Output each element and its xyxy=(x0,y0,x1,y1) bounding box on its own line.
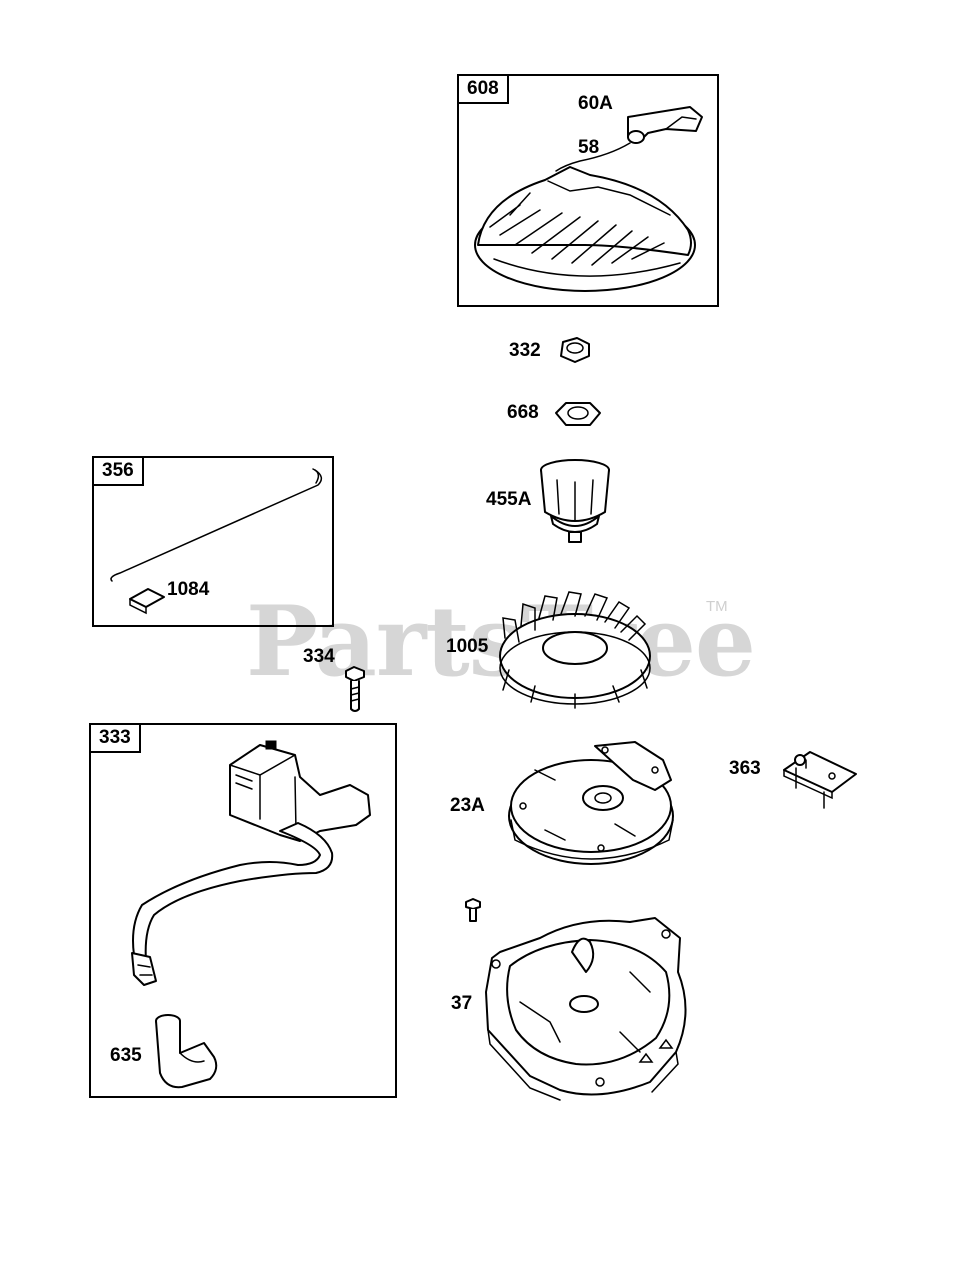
part-label-60a: 60A xyxy=(578,93,613,114)
part-label-1005: 1005 xyxy=(446,636,489,657)
trademark-symbol: TM xyxy=(706,598,728,615)
ignition-armature-box: 333 xyxy=(89,723,397,1098)
bolt-drawing xyxy=(465,898,481,922)
box-tag-333: 333 xyxy=(91,725,141,753)
nut-drawing xyxy=(560,337,590,363)
part-label-58: 58 xyxy=(578,137,600,158)
part-label-363: 363 xyxy=(729,758,761,779)
part-label-332: 332 xyxy=(509,340,541,361)
wire-assembly-box: 356 xyxy=(92,456,334,627)
wire-assembly-drawing xyxy=(110,468,323,615)
partstree-watermark: PartsTree xyxy=(246,585,756,698)
part-label-1084: 1084 xyxy=(167,579,210,600)
spark-plug-boot-drawing xyxy=(155,1014,218,1089)
box-tag-608: 608 xyxy=(459,76,509,104)
ignition-armature-drawing xyxy=(131,740,371,986)
blower-housing-drawing xyxy=(485,917,687,1101)
part-label-37: 37 xyxy=(451,993,473,1014)
bracket-drawing xyxy=(783,751,857,809)
recoil-starter-drawing xyxy=(474,106,703,292)
recoil-starter-box: 608 xyxy=(457,74,719,307)
washer-drawing xyxy=(555,402,601,426)
part-label-635: 635 xyxy=(110,1045,142,1066)
box-tag-356: 356 xyxy=(94,458,144,486)
flywheel-drawing xyxy=(508,741,674,865)
screw-drawing xyxy=(345,666,365,712)
fan-drawing xyxy=(499,591,651,709)
starter-cup-drawing xyxy=(540,459,610,543)
part-label-455a: 455A xyxy=(486,489,532,510)
part-label-334: 334 xyxy=(303,646,335,667)
part-label-23a: 23A xyxy=(450,795,485,816)
part-label-668: 668 xyxy=(507,402,539,423)
